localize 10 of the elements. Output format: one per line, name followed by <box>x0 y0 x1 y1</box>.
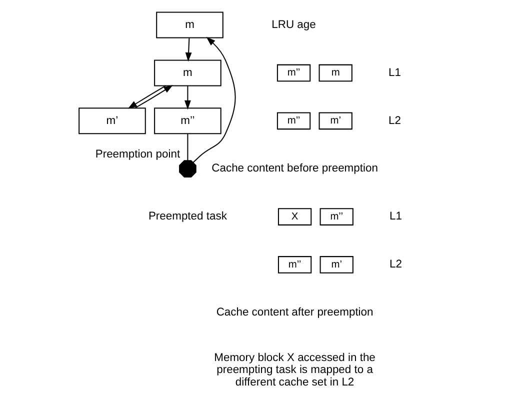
label: Cache content before preemption <box>212 162 378 175</box>
label: L2 <box>388 114 401 127</box>
node-label: Preemption point <box>95 148 180 160</box>
label: L1 <box>388 66 401 79</box>
label: L1 <box>390 210 402 223</box>
label: Memory block X accessed in the preempting task is mapped to a different cache set in L2 <box>214 352 376 388</box>
label: Cache content after preemption <box>216 306 374 319</box>
label: L2 <box>390 258 402 271</box>
label: Preempted task <box>148 210 227 223</box>
label: LRU age <box>272 18 316 31</box>
